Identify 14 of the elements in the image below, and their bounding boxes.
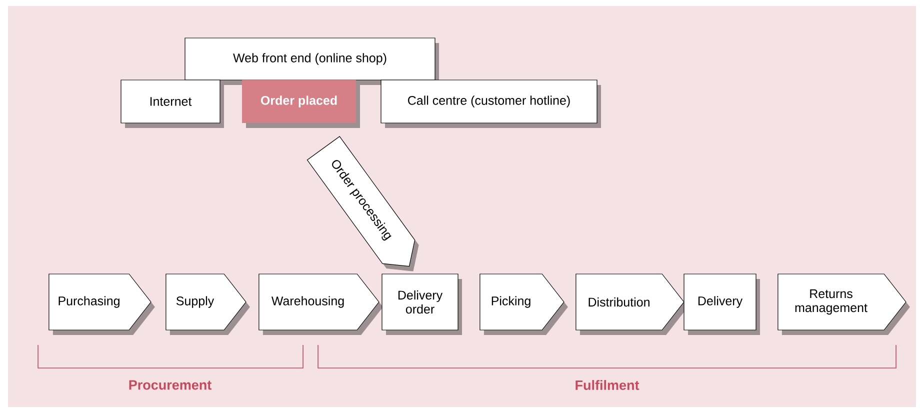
process-box: Call centre (customer hotline) <box>380 80 601 128</box>
pentagon-box: Warehousing <box>258 274 383 335</box>
pentagon-box: Supply <box>166 274 250 335</box>
pentagon-box: Returns management <box>778 274 910 335</box>
process-box: Internet <box>120 80 224 128</box>
pentagon-box: Purchasing <box>48 274 155 335</box>
group-label: Fulfilment <box>576 380 640 390</box>
group-label: Procurement <box>129 380 212 390</box>
pentagon-box: Picking <box>480 274 568 335</box>
process-box: Delivery order <box>382 274 462 335</box>
process-box: Delivery <box>684 274 760 335</box>
pentagon-box: Distribution <box>576 274 688 335</box>
highlight-box: Order placed <box>242 80 360 128</box>
process-box: Web front end (online shop) <box>184 38 439 85</box>
